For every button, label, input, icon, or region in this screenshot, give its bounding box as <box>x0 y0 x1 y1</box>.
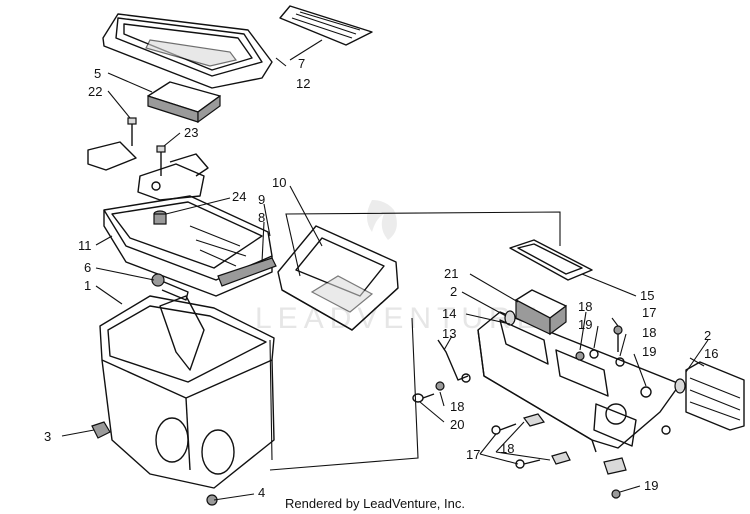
intake-duct <box>277 225 399 331</box>
callout-19-bottom: 19 <box>644 478 658 493</box>
callout-14: 14 <box>442 306 456 321</box>
callout-12: 12 <box>296 76 310 91</box>
callout-3: 3 <box>44 429 51 444</box>
callout-8: 8 <box>258 210 265 225</box>
callout-1: 1 <box>84 278 91 293</box>
callout-2-left: 2 <box>450 284 457 299</box>
leader-lines <box>61 39 709 501</box>
callout-11: 11 <box>78 238 92 253</box>
render-credit: Rendered by LeadVenture, Inc. <box>285 496 465 511</box>
decal-label <box>279 5 373 46</box>
callouts: 5 22 23 24 11 6 1 3 4 7 12 10 9 8 21 2 1… <box>44 56 718 500</box>
callout-17-bottom: 17 <box>466 447 480 462</box>
callout-18-top: 18 <box>578 299 592 314</box>
callout-6: 6 <box>84 260 91 275</box>
gasket-15 <box>509 239 593 281</box>
clamp-6 <box>151 273 189 301</box>
callout-21: 21 <box>444 266 458 281</box>
callout-18-right: 18 <box>642 325 656 340</box>
foam-gasket-8 <box>217 257 277 287</box>
bolt-22 <box>127 117 137 146</box>
watermark-text: LEADVENTURE <box>255 302 543 335</box>
air-filter-element <box>147 81 221 124</box>
callout-4: 4 <box>258 485 265 500</box>
callout-22: 22 <box>88 84 102 99</box>
callout-2-right: 2 <box>704 328 711 343</box>
sensor-bracket <box>87 141 209 201</box>
callout-13: 13 <box>442 326 456 341</box>
callout-9: 9 <box>258 192 265 207</box>
callout-17-top: 17 <box>642 305 656 320</box>
tube-13 <box>437 339 471 383</box>
air-box-base-plate <box>103 195 273 297</box>
clip-2-left <box>504 310 516 326</box>
filter-21 <box>515 289 567 336</box>
callout-18-bottom: 18 <box>500 441 514 456</box>
callout-23: 23 <box>184 125 198 140</box>
callout-7: 7 <box>298 56 305 71</box>
callout-16: 16 <box>704 346 718 361</box>
bolt-23 <box>156 145 166 176</box>
air-box-lid <box>102 13 273 89</box>
grommet-24 <box>153 210 167 225</box>
callout-19-top: 19 <box>578 317 592 332</box>
grommet-3 <box>91 421 111 439</box>
callout-18-left: 18 <box>450 399 464 414</box>
callout-24: 24 <box>232 189 246 204</box>
air-box-housing <box>99 295 275 489</box>
callout-15: 15 <box>640 288 654 303</box>
filter-16 <box>685 361 745 431</box>
callout-19-right: 19 <box>642 344 656 359</box>
callout-20: 20 <box>450 417 464 432</box>
assembly-boundary <box>269 211 561 471</box>
clip-2-right <box>674 378 686 394</box>
callout-10: 10 <box>272 175 286 190</box>
callout-5: 5 <box>94 66 101 81</box>
